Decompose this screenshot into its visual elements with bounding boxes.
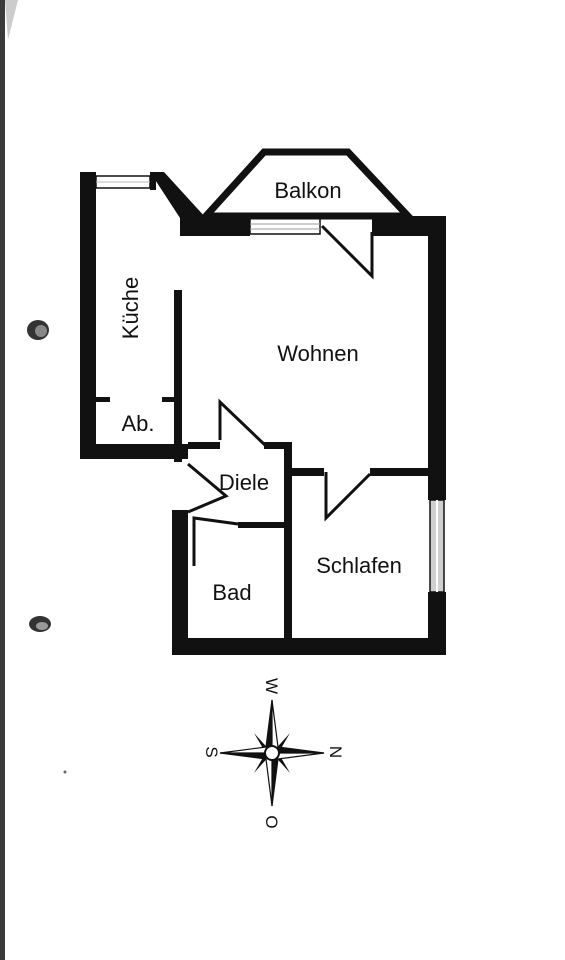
compass-south-label: S — [202, 746, 221, 757]
windows — [95, 175, 445, 593]
label-balkon: Balkon — [274, 178, 341, 203]
wall-top-left — [180, 216, 250, 236]
wall-diele-right — [284, 442, 292, 638]
wall-top-right — [372, 216, 446, 236]
doors — [187, 224, 374, 566]
door-bad — [192, 516, 239, 566]
speck — [63, 770, 67, 774]
page-edge-shadow — [0, 0, 5, 960]
wall-bad-left — [172, 510, 188, 655]
wall-kitchen-partition — [174, 290, 182, 462]
label-abstellraum: Ab. — [121, 411, 154, 436]
label-bad: Bad — [212, 580, 251, 605]
binder-hole-bottom — [29, 616, 51, 632]
compass-east-label: O — [262, 815, 281, 828]
door-balcony — [320, 224, 374, 280]
compass-rose — [219, 699, 325, 807]
compass-north-label: N — [326, 746, 345, 758]
door-schlafen — [324, 472, 372, 522]
wall-bottom — [172, 638, 446, 655]
wall-right-upper — [428, 216, 446, 500]
wall-kitchen-left — [80, 172, 96, 459]
wall-kitchen-bottom — [80, 444, 188, 459]
walls — [80, 172, 446, 655]
window-wohnen — [249, 217, 321, 235]
compass-west-label: W — [262, 678, 281, 694]
binder-hole-top — [27, 320, 49, 340]
door-wohnen — [218, 398, 268, 448]
label-diele: Diele — [219, 470, 269, 495]
label-schlafen: Schlafen — [316, 553, 402, 578]
page-corner-shadow — [5, 0, 18, 40]
label-wohnen: Wohnen — [277, 341, 359, 366]
balcony-outline — [198, 148, 417, 220]
door-entrance — [187, 462, 229, 514]
label-kueche: Küche — [118, 277, 143, 339]
